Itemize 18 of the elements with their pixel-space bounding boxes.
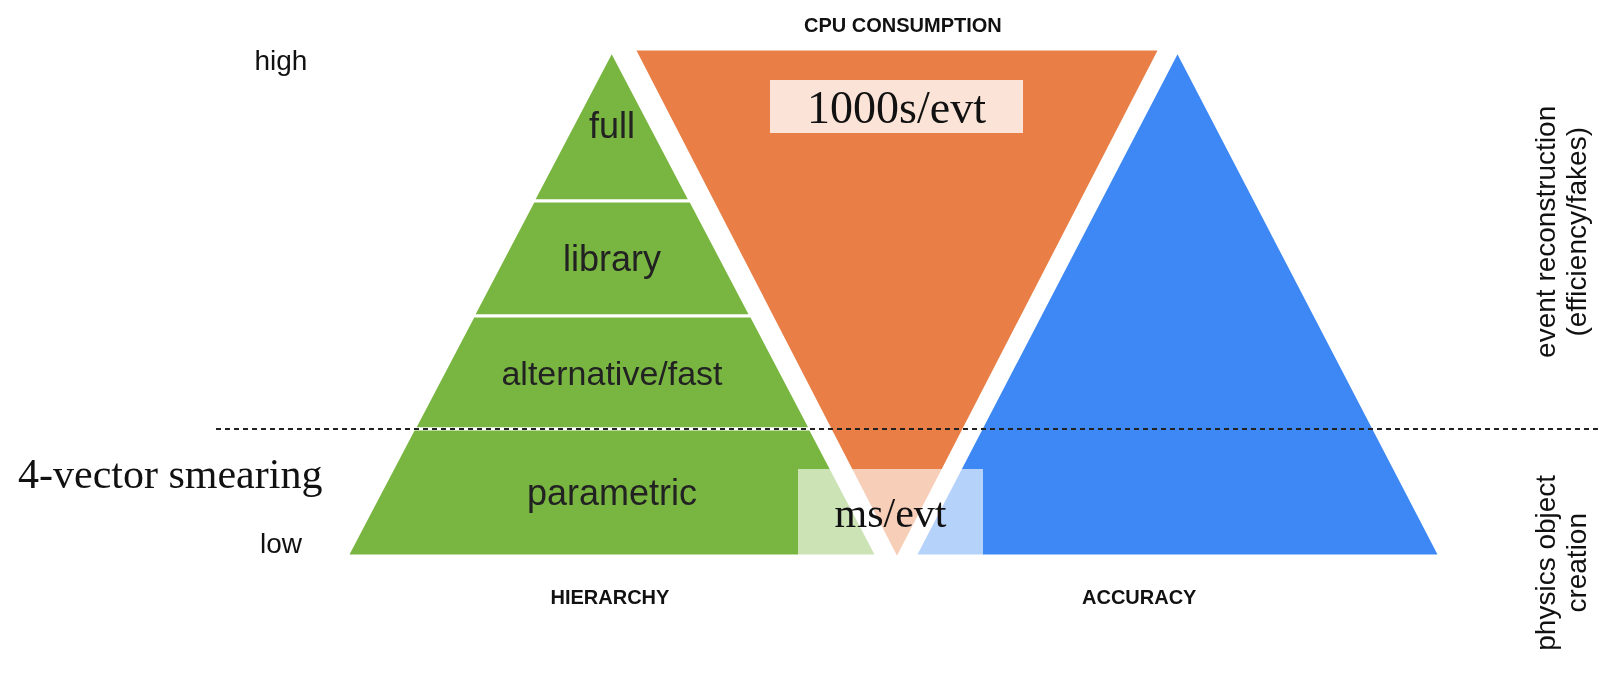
value-label [770,80,1023,133]
heading: CPU CONSUMPTION [804,14,1002,36]
layer-label: parametric [526,471,698,514]
pyramid-layer [472,201,752,316]
level-label: low [260,528,302,560]
method-label: 4-vector smearing [18,451,323,498]
level-label: high [254,45,308,77]
axis-label: ACCURACY [1082,586,1197,608]
axis-label: HIERARCHY [550,586,670,608]
side-label: physics object creation [1531,473,1593,653]
layer-label: library [563,237,661,280]
value-text: 1000s/evt [807,80,986,133]
layer-label: alternative/fast [501,353,723,392]
side-label: event reconstruction (efficiency/fakes) [1531,104,1593,360]
layer-label: full [588,105,635,147]
pyramid-layer [413,316,811,429]
pyramid-layer [533,51,691,201]
value-text: ms/evt [834,488,947,537]
